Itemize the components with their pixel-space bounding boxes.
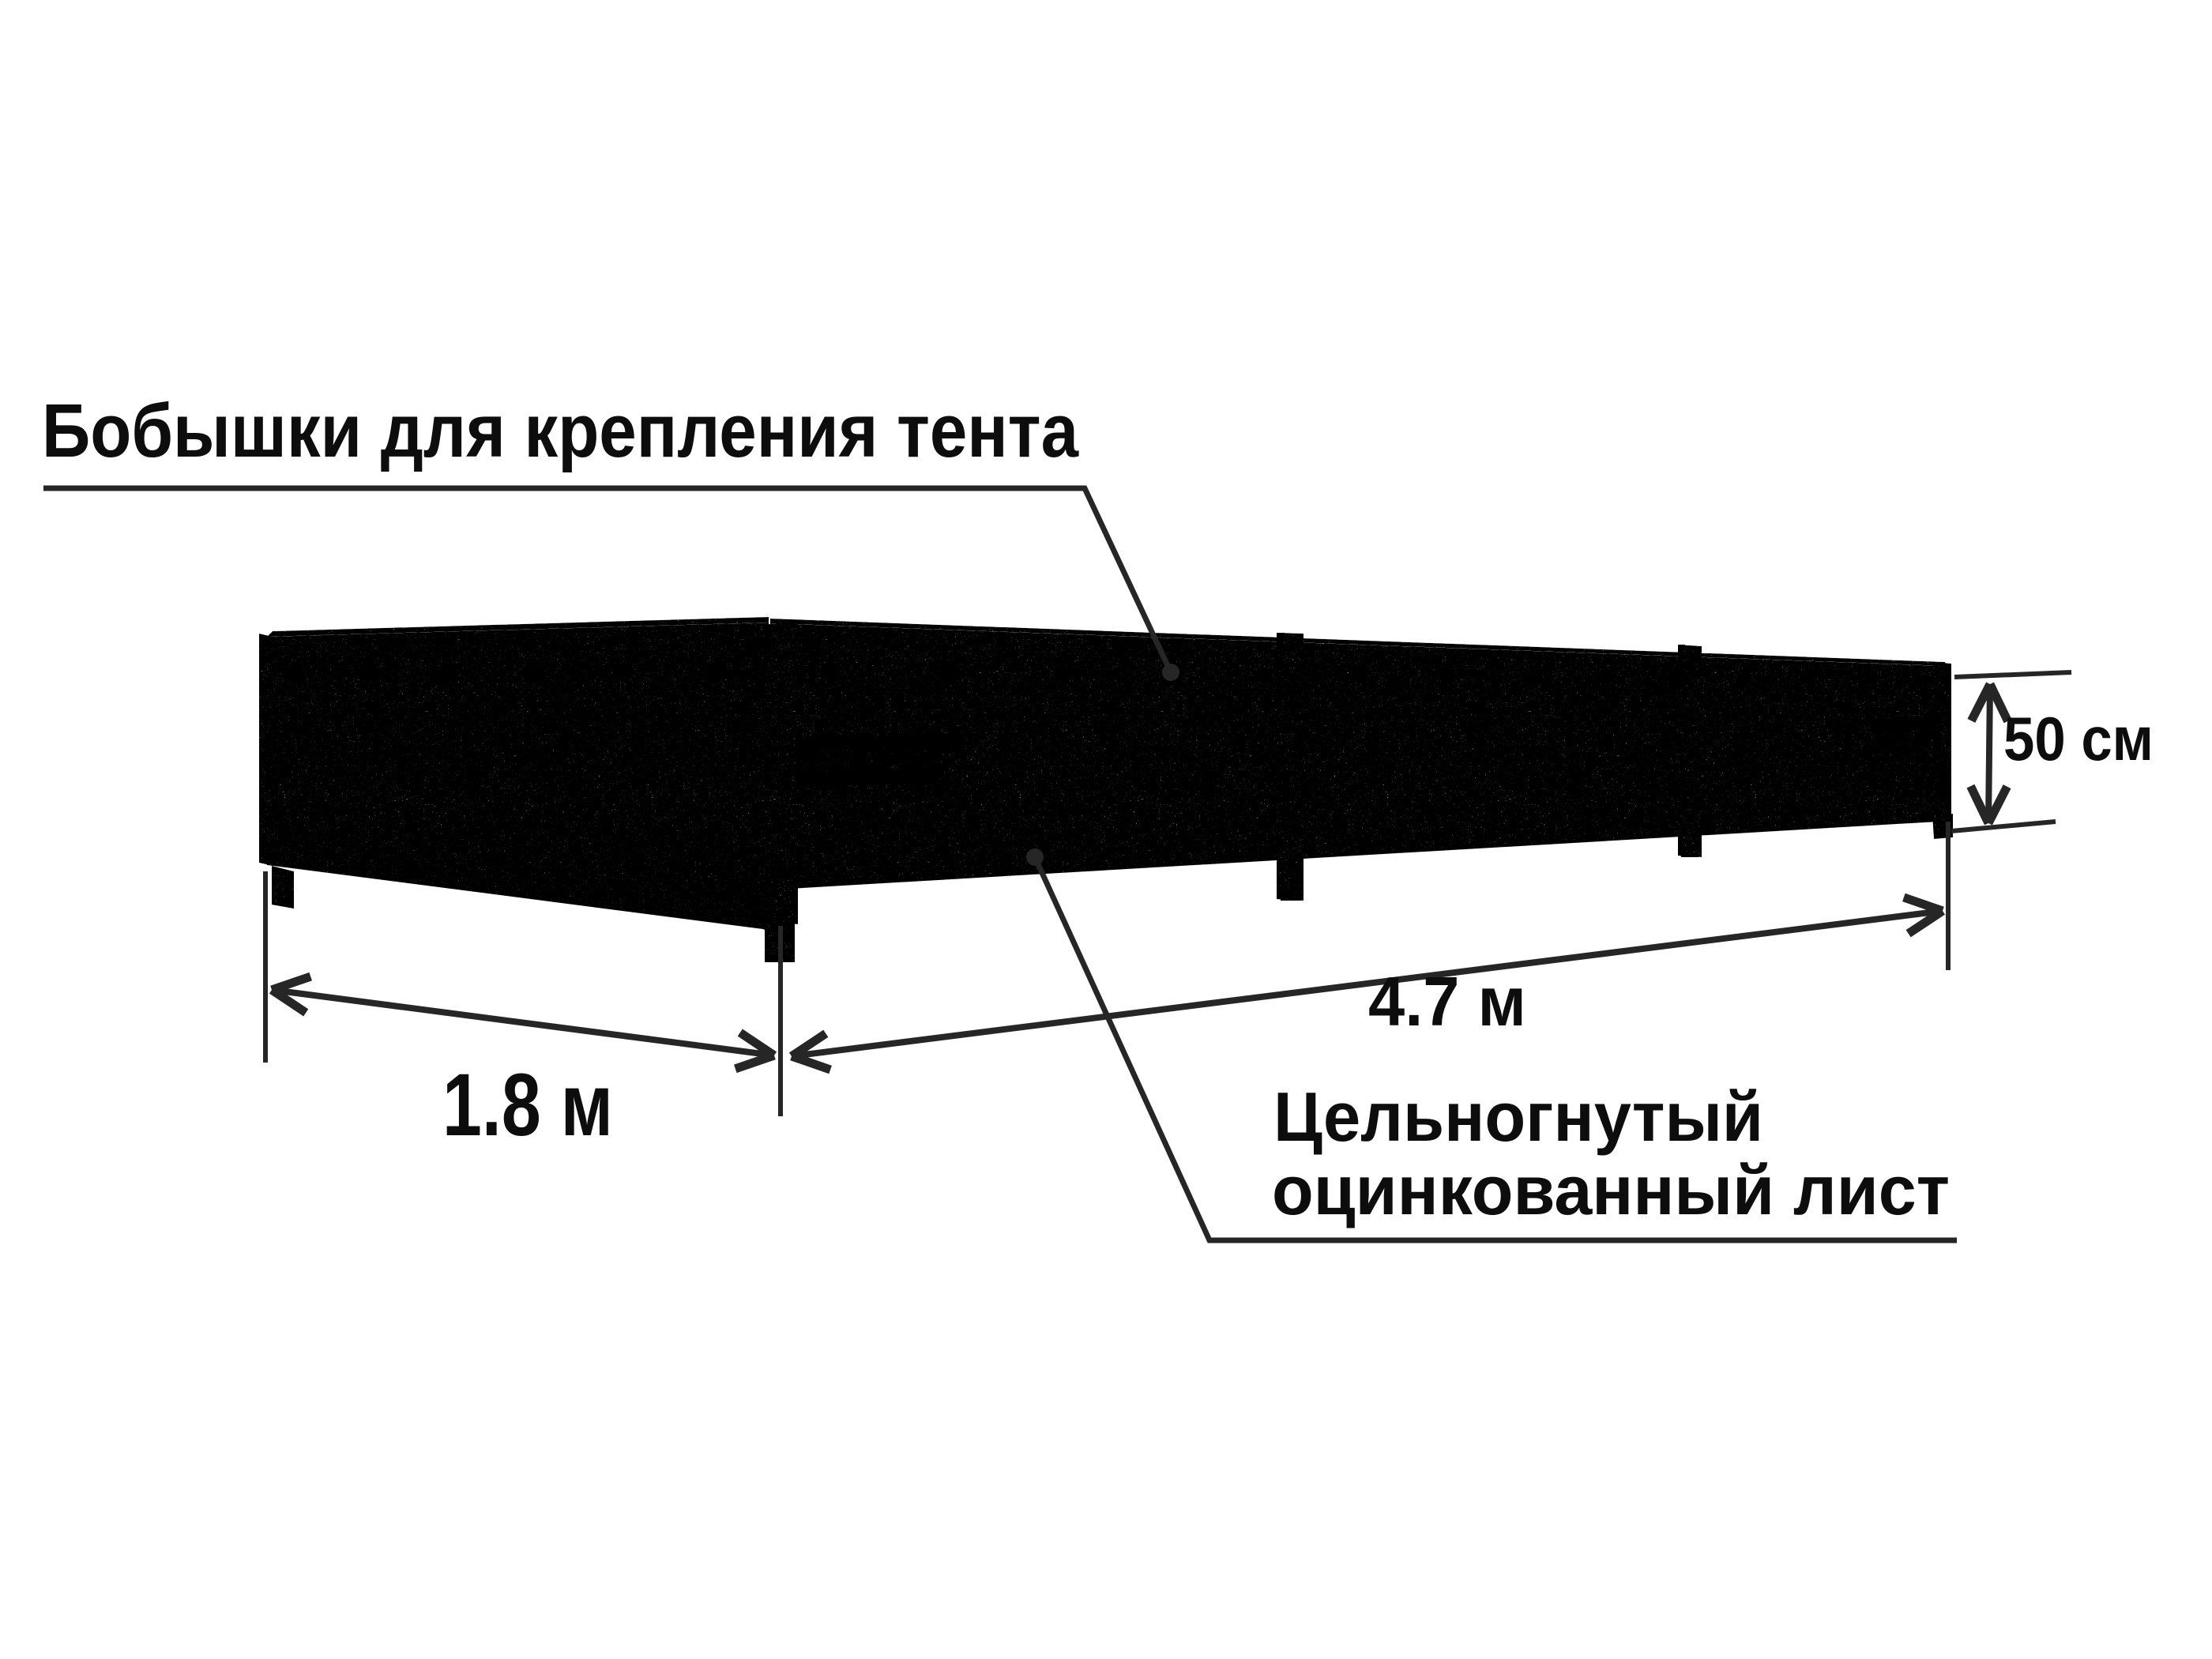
screw-dot [1696,740,1701,745]
site-badge: PRICEPCENTR.RU [1869,717,1937,754]
screw-dot [791,740,796,745]
dimension-arrow [269,972,777,1074]
dimension-arrow [788,893,1946,1074]
leader-line [1032,856,1957,1243]
boss-icon [1803,672,1817,685]
trailer-render: ЛИПЕЦКИЙ ЗАВОД ПРИЦЕПЦЕНТР PRICEPCENTR.R… [259,617,1953,962]
boss-icon [705,664,724,681]
side-panel-rib-lower [770,757,1945,849]
front-panel-top-face [267,617,769,637]
leader-dot [1026,848,1044,866]
screw-dot [1946,740,1951,745]
boss-icon [1864,673,1879,686]
front-panel-rib-lower [270,770,767,837]
boss-icon [284,664,305,683]
extension-line [1954,670,2072,679]
screw-dot [1696,669,1701,674]
front-panel-bottom-band [270,818,767,931]
leader-line [43,485,1174,674]
boss-icon [1255,667,1273,683]
front-width-label: 1.8 м [442,1055,613,1154]
boss-icon [1521,670,1537,684]
front-panel-left-foot-shadow [272,899,294,908]
screw-dot [1946,796,1951,800]
screw-dot [1696,811,1701,816]
side-panel [770,619,1946,891]
boss-icon [1597,671,1613,685]
side-panel-top-face [770,619,1945,666]
front-panel-rib-upper [270,670,767,724]
corner-post [756,621,798,962]
side-panel-bottom-band [770,786,1945,891]
front-panel-left-edge [259,634,273,866]
board-height-label: 50 см [2003,704,2154,773]
boss-icon [1737,672,1751,684]
site-badge-green-strip [1878,743,1929,754]
factory-badge: ЛИПЕЦКИЙ ЗАВОД ПРИЦЕПЦЕНТР [796,732,969,786]
screw-dot [791,827,796,832]
boss-icon [1919,674,1932,687]
truck-logo-icon [798,748,863,781]
extension-lines [263,670,2072,1116]
boss-icon [1054,666,1071,682]
site-badge-text: PRICEPCENTR.RU [1875,728,1932,739]
screw-dot [1946,685,1951,690]
screw-dot [1297,661,1302,666]
boss-icon [939,664,957,682]
sheet-label-line1: Цельногнутый [1273,1078,1763,1156]
factory-badge-line1: ЛИПЕЦКИЙ ЗАВОД [867,746,954,758]
factory-badge-line2: ПРИЦЕПЦЕНТР [867,758,943,770]
leader-lines [43,485,1957,1243]
dimension-arrows [269,682,2012,1074]
mid-post-1 [1277,633,1304,901]
boss-icon [1668,672,1682,684]
boss-icon [1351,668,1368,683]
boss-icon [358,664,378,683]
boss-icon [612,663,633,682]
boss-icon [524,664,544,683]
extension-line [1951,819,2056,833]
screw-dot [1297,748,1302,753]
mid-post-2 [1678,645,1702,857]
sheet-label-line2: оцинкованный лист [1272,1151,1950,1229]
boss-icon [1439,669,1455,683]
side-length-label: 4.7 м [1368,962,1526,1040]
annotations: Бобышки для крепления тента 1.8 м 4.7 м … [42,389,2154,1243]
leader-dot [1162,664,1179,681]
post-screws [791,653,1951,903]
front-panel-left-foot [272,866,294,908]
side-panel-bottom-edge [796,818,1946,889]
boss-icon [821,664,840,681]
screw-dot [791,898,796,903]
front-panel [259,617,769,932]
screw-dot [791,653,796,658]
dimension-arrow [1966,682,2012,826]
screw-dot [1297,827,1302,832]
tent-bosses-label: Бобышки для крепления тента [42,389,1079,473]
side-panel-rib-upper [770,695,1945,721]
boss-icon [438,664,459,683]
